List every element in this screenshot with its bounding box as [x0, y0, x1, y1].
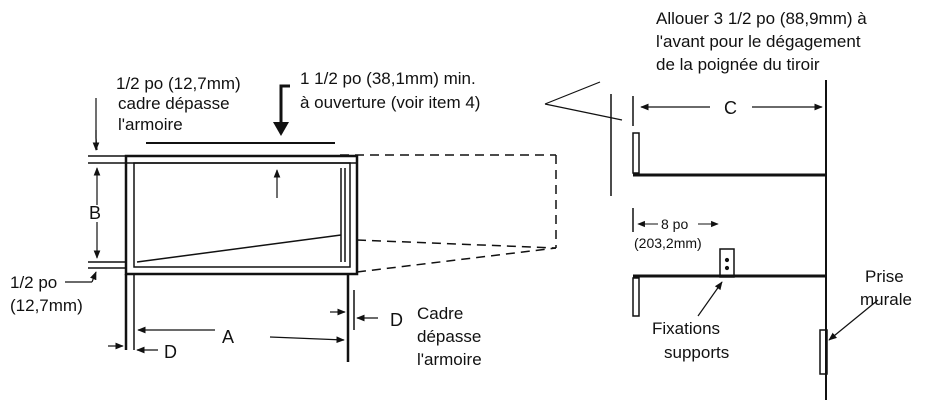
- cabinet-frame-drawing: [88, 142, 557, 362]
- prise-note-line2: murale: [860, 290, 912, 309]
- top-left-note-line2: cadre dépasse: [118, 94, 230, 113]
- opening-note-line1: 1 1/2 po (38,1mm) min.: [300, 69, 476, 88]
- fixations-note-line1: Fixations: [652, 319, 720, 338]
- bottom-frame-arrow: [65, 271, 97, 283]
- allow-note-line1: Allouer 3 1/2 po (88,9mm) à: [656, 9, 867, 28]
- opening-note-line2: à ouverture (voir item 4): [300, 93, 480, 112]
- cadre-note-line3: l'armoire: [417, 350, 482, 369]
- fixations-arrow: [697, 281, 723, 317]
- dim-D-right-label: D: [390, 310, 403, 330]
- bottom-left-note-line2: (12,7mm): [10, 296, 83, 315]
- eight-po-label: 8 po: [661, 216, 688, 232]
- top-left-note-line1: 1/2 po (12,7mm): [116, 74, 241, 93]
- dim-C-label: C: [724, 98, 737, 118]
- opening-leader-lines: [544, 81, 623, 121]
- eight-mm-label: (203,2mm): [634, 235, 702, 251]
- prise-arrow: [828, 299, 879, 341]
- dimension-D-left: [108, 342, 158, 354]
- dimension-D-right: [330, 308, 378, 322]
- cadre-note-line2: dépasse: [417, 327, 481, 346]
- top-frame-arrow: [92, 98, 100, 151]
- prise-note-line1: Prise: [865, 267, 904, 286]
- dimension-A: [137, 326, 345, 344]
- top-left-note-line3: l'armoire: [118, 115, 183, 134]
- allow-note-line2: l'avant pour le dégagement: [656, 32, 861, 51]
- side-elevation-drawing: [610, 80, 828, 400]
- fixations-note-line2: supports: [664, 343, 729, 362]
- dim-A-label: A: [222, 327, 234, 347]
- cadre-note-line1: Cadre: [417, 304, 463, 323]
- dim-D-left-label: D: [164, 342, 177, 362]
- dim-B-label: B: [89, 203, 101, 223]
- opening-arrow: [273, 84, 290, 198]
- allow-note-line3: de la poignée du tiroir: [656, 55, 820, 74]
- bottom-left-note-line1: 1/2 po: [10, 273, 57, 292]
